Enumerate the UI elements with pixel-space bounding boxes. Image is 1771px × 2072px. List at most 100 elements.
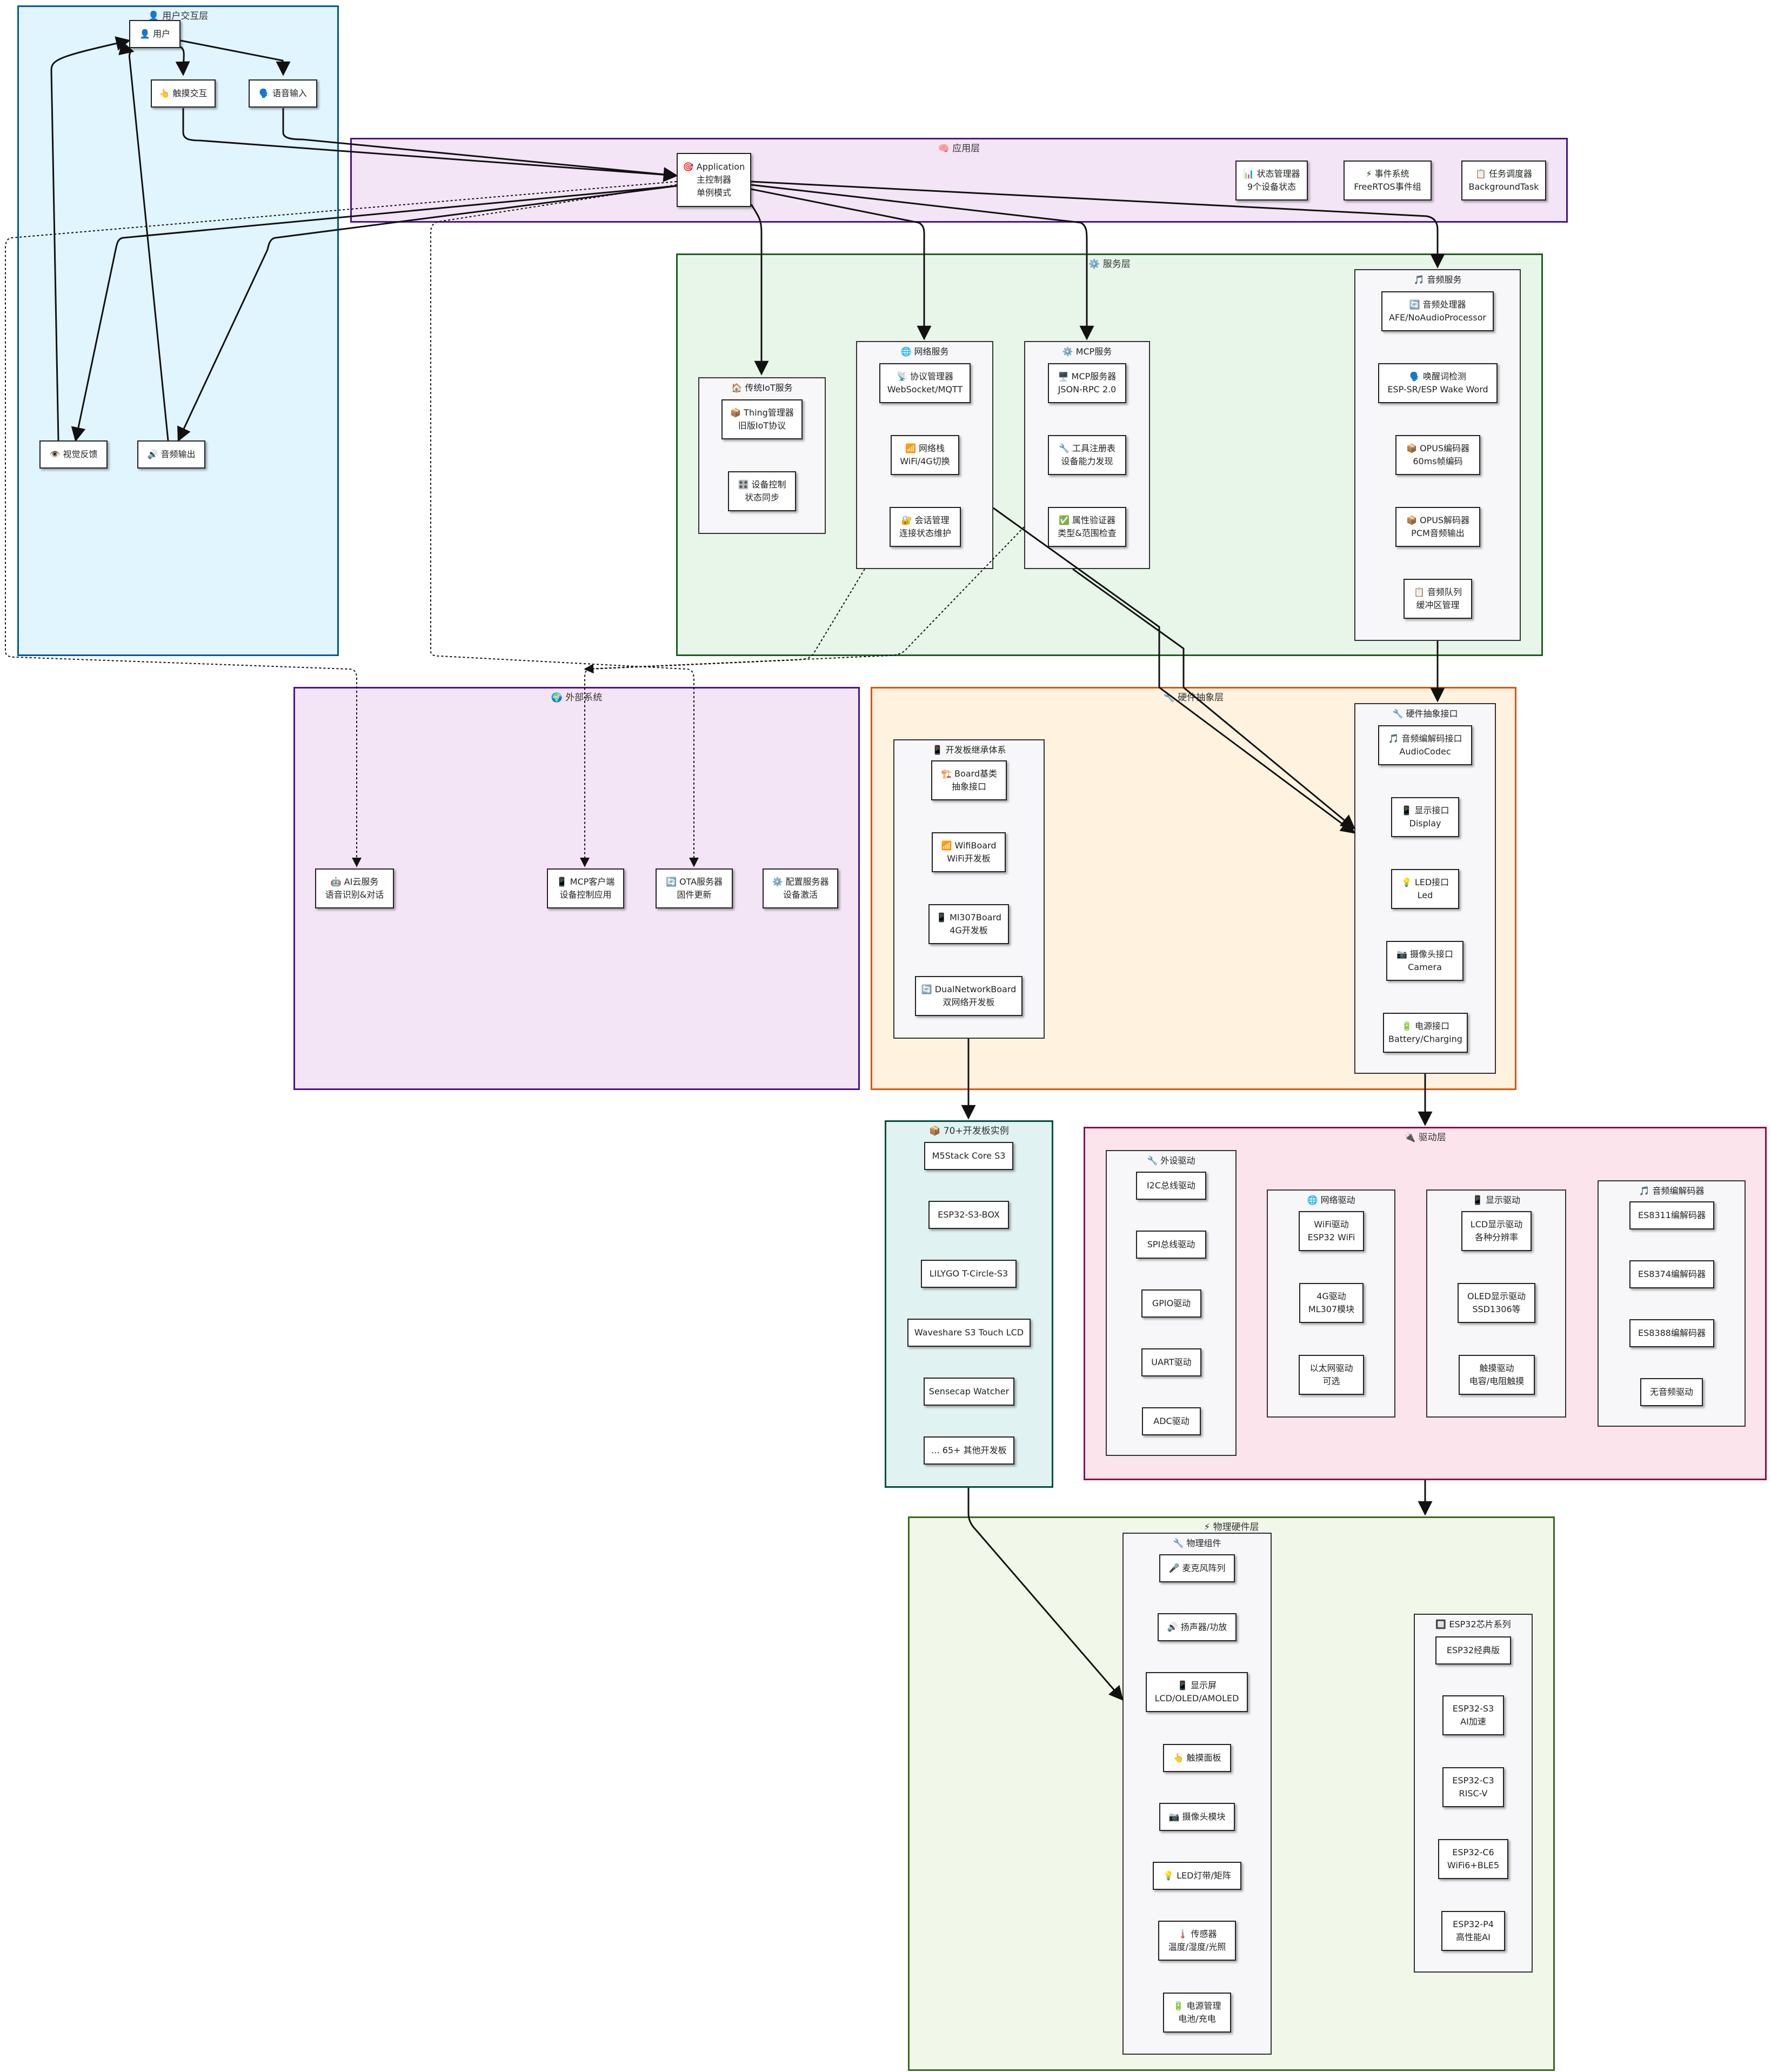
touch-interaction-node[interactable]: 👆 触摸交互 xyxy=(151,79,216,108)
user-node[interactable]: 👤 用户 xyxy=(129,20,181,48)
gpio-driver-node[interactable]: GPIO驱动 xyxy=(1141,1289,1201,1318)
display-interface-node[interactable]: 📱 显示接口 Display xyxy=(1391,797,1459,837)
ai-cloud-node[interactable]: 🤖 AI云服务 语音识别&对话 xyxy=(315,868,394,908)
edge-app-aicloud xyxy=(5,181,677,867)
config-server-node[interactable]: ⚙️ 配置服务器 设备激活 xyxy=(763,868,838,908)
ethernet-driver-node[interactable]: 以太网驱动 可选 xyxy=(1299,1355,1364,1395)
session-manager-node[interactable]: 🔐 会话管理 连接状态维护 xyxy=(890,507,961,547)
protocol-manager-node[interactable]: 📡 协议管理器 WebSocket/MQTT xyxy=(879,363,971,403)
board-m5stack-label: M5Stack Core S3 xyxy=(932,1151,1006,1161)
board-s3-box-node[interactable]: ESP32-S3-BOX xyxy=(928,1201,1009,1229)
ml307-board-line-2: 4G开发板 xyxy=(950,925,988,935)
application-node[interactable]: 🎯 Application 主控制器 单例模式 xyxy=(677,153,751,207)
edge-boards-physical xyxy=(967,1488,1124,1701)
event-system-line-2: FreeRTOS事件组 xyxy=(1354,182,1421,192)
voice-input-node[interactable]: 🗣️ 语音输入 xyxy=(249,79,317,108)
no-codec-node[interactable]: 无音频驱动 xyxy=(1640,1378,1703,1406)
subgroup-iot-title: 🏠 传统IoT服务 xyxy=(731,383,793,393)
i2c-driver-node[interactable]: I2C总线驱动 xyxy=(1136,1172,1206,1200)
esp32-classic-label: ESP32经典版 xyxy=(1446,1645,1500,1655)
mcp-server-node[interactable]: 🖥️ MCP服务器 JSON-RPC 2.0 xyxy=(1048,363,1126,403)
speaker-node[interactable]: 🔊 扬声器/功放 xyxy=(1158,1613,1237,1641)
mcp-server-line-1: 🖥️ MCP服务器 xyxy=(1058,371,1117,382)
wake-word-line-2: ESP-SR/ESP Wake Word xyxy=(1387,384,1488,395)
board-m5stack-node[interactable]: M5Stack Core S3 xyxy=(924,1142,1013,1170)
board-sensecap-node[interactable]: Sensecap Watcher xyxy=(924,1378,1014,1406)
wifi-board-node[interactable]: 📶 WifiBoard WiFi开发板 xyxy=(932,832,1006,872)
device-control-line-2: 状态同步 xyxy=(744,492,779,503)
application-line-2: 主控制器 xyxy=(696,175,731,185)
esp32-c3-node[interactable]: ESP32-C3 RISC-V xyxy=(1442,1767,1504,1807)
opus-decoder-node[interactable]: 📦 OPUS解码器 PCM音频输出 xyxy=(1395,507,1480,547)
mcp-client-line-1: 📱 MCP客户端 xyxy=(556,877,615,887)
no-codec-label: 无音频驱动 xyxy=(1649,1387,1693,1397)
sensors-node[interactable]: 🌡️ 传感器 温度/湿度/光照 xyxy=(1158,1921,1236,1961)
audio-processor-node[interactable]: 🔄 音频处理器 AFE/NoAudioProcessor xyxy=(1381,291,1494,331)
esp32-p4-node[interactable]: ESP32-P4 高性能AI xyxy=(1441,1911,1505,1951)
opus-decoder-line-1: 📦 OPUS解码器 xyxy=(1406,515,1470,525)
es8374-codec-node[interactable]: ES8374编解码器 xyxy=(1629,1260,1714,1288)
audio-codec-interface-node[interactable]: 🎵 音频编解码接口 AudioCodec xyxy=(1378,725,1472,765)
subgroup-periph-driver-title: 🔧 外设驱动 xyxy=(1147,1155,1195,1166)
wifi-driver-line-1: WiFi驱动 xyxy=(1314,1219,1349,1229)
esp32-classic-node[interactable]: ESP32经典版 xyxy=(1435,1636,1511,1665)
task-scheduler-node[interactable]: 📋 任务调度器 BackgroundTask xyxy=(1461,161,1546,200)
dual-network-board-node[interactable]: 🔄 DualNetworkBoard 双网络开发板 xyxy=(915,976,1022,1016)
thing-manager-line-1: 📦 Thing管理器 xyxy=(730,407,794,418)
adc-driver-node[interactable]: ADC驱动 xyxy=(1142,1407,1201,1435)
touch-driver-node[interactable]: 触摸驱动 电容/电阻触摸 xyxy=(1459,1355,1535,1395)
touch-interaction-label: 👆 触摸交互 xyxy=(159,88,208,98)
esp32-s3-node[interactable]: ESP32-S3 AI加速 xyxy=(1442,1695,1504,1735)
tool-registry-line-2: 设备能力发现 xyxy=(1061,456,1113,466)
audio-queue-node[interactable]: 📋 音频队列 缓冲区管理 xyxy=(1404,579,1472,619)
subgroup-mcp-title: ⚙️ MCP服务 xyxy=(1062,346,1112,357)
esp32-c6-node[interactable]: ESP32-C6 WiFi6+BLE5 xyxy=(1438,1839,1508,1879)
opus-encoder-node[interactable]: 📦 OPUS编码器 60ms帧编码 xyxy=(1395,435,1480,475)
uart-driver-node[interactable]: UART驱动 xyxy=(1141,1348,1201,1376)
user-node-label: 👤 用户 xyxy=(139,29,170,39)
board-waveshare-label: Waveshare S3 Touch LCD xyxy=(914,1327,1024,1338)
screen-line-1: 📱 显示屏 xyxy=(1177,1680,1217,1690)
touch-panel-node[interactable]: 👆 触摸面板 xyxy=(1163,1744,1231,1772)
led-strip-node[interactable]: 💡 LED灯带/矩阵 xyxy=(1153,1862,1241,1890)
board-waveshare-node[interactable]: Waveshare S3 Touch LCD xyxy=(907,1319,1031,1347)
wake-word-node[interactable]: 🗣️ 唤醒词检测 ESP-SR/ESP Wake Word xyxy=(1378,363,1498,403)
oled-driver-node[interactable]: OLED显示驱动 SSD1306等 xyxy=(1458,1283,1535,1323)
es8388-codec-node[interactable]: ES8388编解码器 xyxy=(1629,1319,1714,1347)
board-more-node[interactable]: ... 65+ 其他开发板 xyxy=(924,1436,1014,1465)
edge-app-network xyxy=(751,188,932,340)
layer-external-title: 🌍 外部系统 xyxy=(551,692,603,703)
tool-registry-node[interactable]: 🔧 工具注册表 设备能力发现 xyxy=(1048,435,1126,475)
dual-network-board-line-2: 双网络开发板 xyxy=(943,997,995,1007)
board-base-node[interactable]: 🏗️ Board基类 抽象接口 xyxy=(931,760,1007,800)
led-interface-node[interactable]: 💡 LED接口 Led xyxy=(1391,869,1459,909)
event-system-line-1: ⚡ 事件系统 xyxy=(1366,169,1409,179)
camera-module-node[interactable]: 📷 摄像头模块 xyxy=(1159,1803,1235,1831)
es8311-codec-node[interactable]: ES8311编解码器 xyxy=(1629,1201,1714,1229)
screen-node[interactable]: 📱 显示屏 LCD/OLED/AMOLED xyxy=(1146,1672,1248,1712)
4g-driver-node[interactable]: 4G驱动 ML307模块 xyxy=(1299,1283,1364,1323)
mcp-client-node[interactable]: 📱 MCP客户端 设备控制应用 xyxy=(547,868,624,908)
thing-manager-node[interactable]: 📦 Thing管理器 旧版IoT协议 xyxy=(721,399,803,439)
ml307-board-node[interactable]: 📱 Ml307Board 4G开发板 xyxy=(928,904,1009,944)
config-server-line-1: ⚙️ 配置服务器 xyxy=(772,877,829,887)
lcd-driver-node[interactable]: LCD显示驱动 各种分辨率 xyxy=(1461,1211,1532,1251)
device-control-node[interactable]: 🎛️ 设备控制 状态同步 xyxy=(728,471,796,511)
visual-feedback-node[interactable]: 👁️ 视觉反馈 xyxy=(39,440,108,469)
power-management-node[interactable]: 🔋 电源管理 电池/充电 xyxy=(1163,1993,1231,2033)
wifi-driver-node[interactable]: WiFi驱动 ESP32 WiFi xyxy=(1299,1211,1364,1251)
mic-array-node[interactable]: 🎤 麦克风阵列 xyxy=(1159,1554,1235,1582)
ota-server-node[interactable]: 🔄 OTA服务器 固件更新 xyxy=(656,868,733,908)
property-validator-line-2: 类型&范围检查 xyxy=(1058,528,1117,538)
power-interface-node[interactable]: 🔋 电源接口 Battery/Charging xyxy=(1383,1013,1468,1053)
event-system-node[interactable]: ⚡ 事件系统 FreeRTOS事件组 xyxy=(1344,161,1432,200)
camera-interface-node[interactable]: 📷 摄像头接口 Camera xyxy=(1386,941,1463,981)
state-manager-node[interactable]: 📊 状态管理器 9个设备状态 xyxy=(1235,161,1308,200)
property-validator-node[interactable]: ✅ 属性验证器 类型&范围检查 xyxy=(1048,507,1126,547)
network-stack-node[interactable]: 📶 网络栈 WiFi/4G切换 xyxy=(891,435,959,475)
audio-queue-line-1: 📋 音频队列 xyxy=(1413,587,1462,597)
board-lilygo-node[interactable]: LILYGO T-Circle-S3 xyxy=(921,1260,1017,1288)
audio-output-node[interactable]: 🔊 音频输出 xyxy=(137,440,205,469)
lcd-driver-line-1: LCD显示驱动 xyxy=(1470,1219,1523,1229)
spi-driver-node[interactable]: SPI总线驱动 xyxy=(1136,1231,1206,1259)
